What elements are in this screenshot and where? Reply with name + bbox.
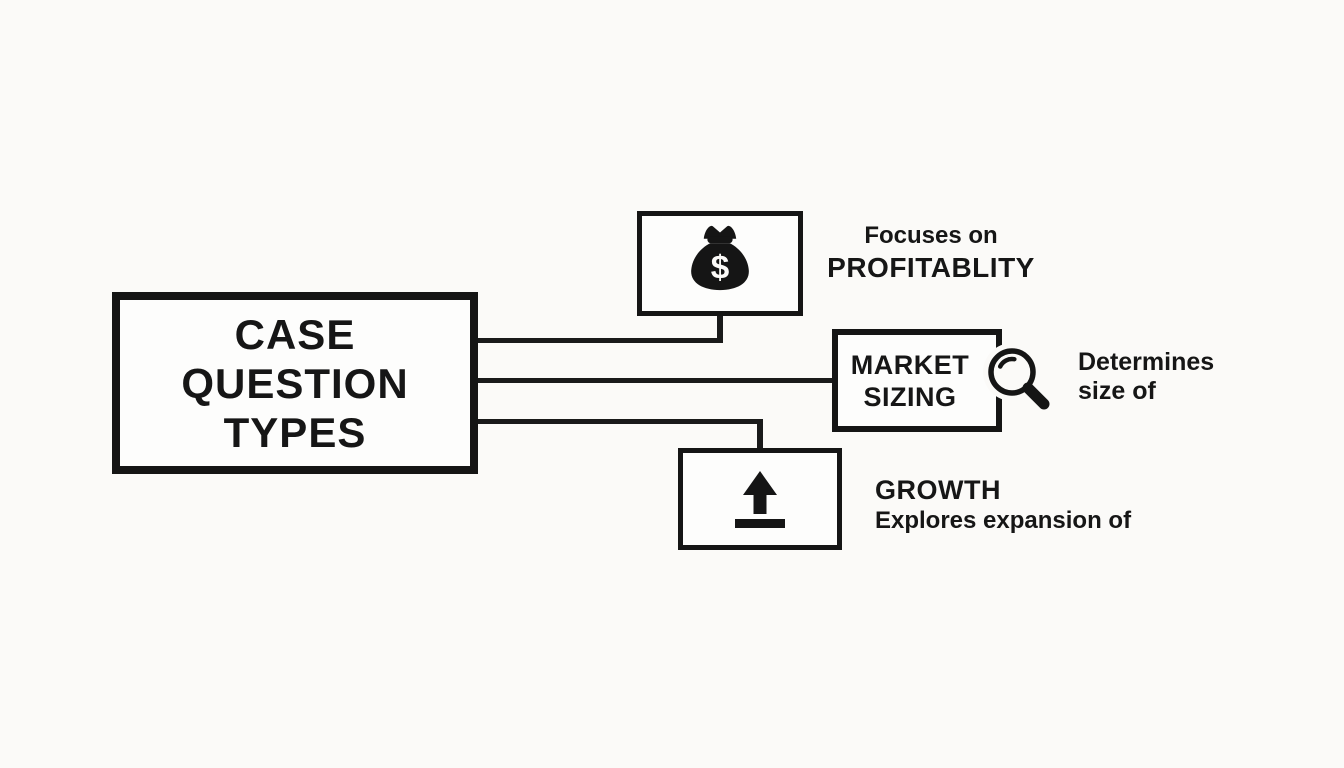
growth-label-line: GROWTH [875, 475, 1001, 505]
growth-label-line: Explores expansion of [875, 507, 1132, 534]
profitability-node: $ [637, 211, 803, 316]
profitability-label-line: PROFITABLITY [827, 252, 1035, 283]
root-title-line: QUESTION [181, 359, 409, 407]
root-node-case-question-types: CASE QUESTION TYPES [112, 292, 478, 474]
connector-profitability-horizontal [478, 338, 723, 343]
market-sizing-label-line: size of [1078, 377, 1156, 405]
market-sizing-node: MARKET SIZING [832, 329, 1002, 432]
up-arrow-icon [735, 471, 785, 528]
dollar-glyph: $ [711, 249, 730, 286]
connector-growth-vertical [757, 419, 763, 448]
market-sizing-label: Determines size of [1078, 348, 1214, 406]
connector-market-sizing [478, 378, 832, 383]
profitability-label-line: Focuses on [864, 222, 998, 249]
connector-growth-horizontal [478, 419, 763, 424]
market-sizing-label-line: Determines [1078, 348, 1215, 376]
market-sizing-box-line: MARKET [850, 349, 970, 380]
root-title-line: CASE [234, 310, 356, 358]
growth-label: GROWTH Explores expansion of [875, 474, 1131, 536]
root-title-line: TYPES [223, 408, 367, 456]
money-bag-icon: $ [691, 225, 749, 290]
market-sizing-box-line: SIZING [863, 381, 957, 412]
connector-profitability-vertical [717, 316, 723, 343]
profitability-label: Focuses on PROFITABLITY [790, 221, 1072, 285]
magnifier-icon [983, 343, 1050, 410]
growth-node [678, 448, 842, 550]
